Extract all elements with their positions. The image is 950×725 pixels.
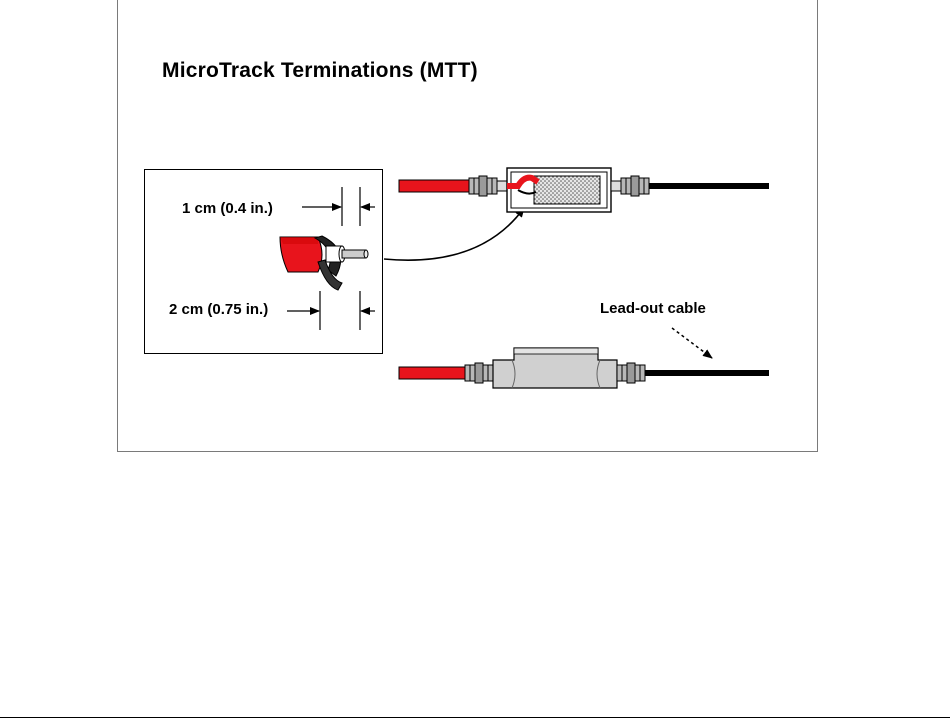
stripped-cable-illustration bbox=[280, 236, 368, 290]
page-divider bbox=[0, 717, 950, 718]
closed-termination-assembly bbox=[399, 348, 769, 388]
lead-out-pointer bbox=[672, 328, 712, 358]
lead-out-label: Lead-out cable bbox=[600, 300, 706, 317]
open-termination-assembly bbox=[399, 168, 769, 212]
callout-arrow bbox=[384, 208, 524, 260]
strip-short-label: 1 cm (0.4 in.) bbox=[182, 200, 273, 217]
strip-long-label: 2 cm (0.75 in.) bbox=[169, 301, 268, 318]
dimension-strip-short bbox=[302, 187, 375, 226]
dimension-strip-long bbox=[287, 291, 375, 330]
